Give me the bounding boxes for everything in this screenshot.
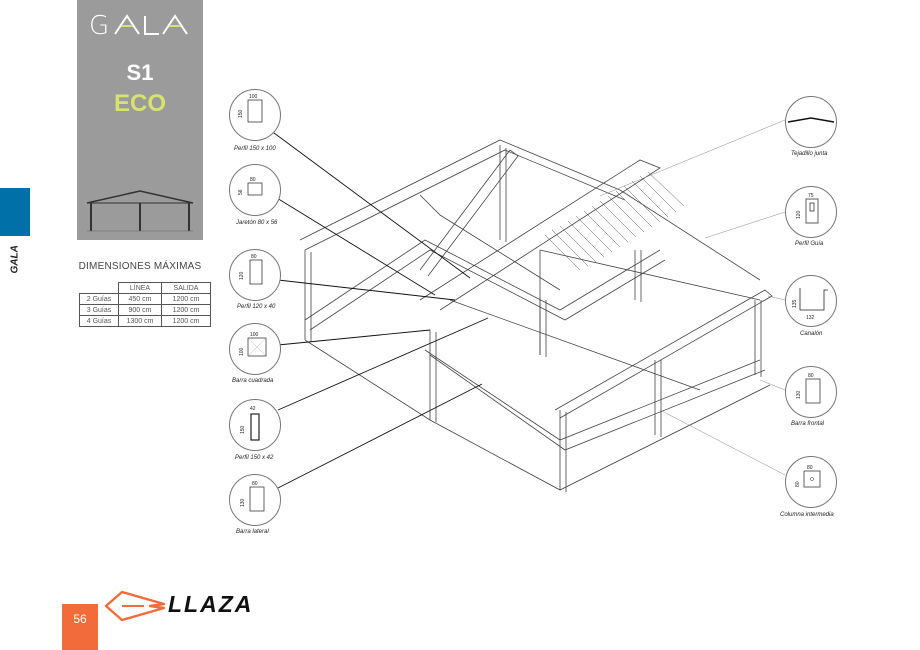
callout-jareton-80x56: 80 56 [229, 164, 281, 216]
structure-thumbnail [86, 190, 194, 232]
table-row: 4 Guías 1300 cm 1200 cm [79, 315, 211, 327]
callout-barra-cuadrada: 100 100 [229, 323, 281, 375]
callout-label: Barra lateral [236, 529, 269, 535]
profile-section-icon: 80 130 [796, 373, 821, 404]
callout-label: Barra cuadrada [232, 378, 274, 384]
svg-text:120: 120 [239, 271, 245, 280]
callout-perfil-120x40: 80 120 [229, 249, 281, 301]
svg-text:80: 80 [251, 254, 257, 260]
ridge-cap-icon [787, 117, 835, 123]
callout-label: Barra frontal [791, 421, 825, 427]
model-variant: ECO [113, 90, 166, 117]
callout-barra-lateral: 80 130 [229, 474, 281, 526]
svg-text:80: 80 [250, 177, 256, 183]
gala-logo-mark: G [89, 11, 188, 40]
svg-text:100: 100 [239, 347, 245, 356]
callout-perfil-guia: 75 120 [785, 186, 837, 238]
callout-label: Perfil 120 x 40 [237, 304, 276, 310]
svg-text:80: 80 [252, 481, 258, 487]
svg-text:80: 80 [795, 481, 801, 487]
svg-text:130: 130 [240, 498, 246, 507]
gala-logo: G [77, 10, 203, 40]
svg-text:150: 150 [240, 425, 246, 434]
svg-text:100: 100 [250, 332, 259, 338]
callout-canalon: 132 135 [785, 275, 837, 327]
profile-section-icon: 100 100 [239, 332, 267, 357]
callout-label: Perfil 150 x 100 [234, 146, 276, 152]
page-number-badge [62, 604, 98, 650]
profile-section-icon: 80 56 [238, 177, 263, 196]
structure-drawing [269, 119, 786, 492]
callout-perfil-150x100: 100 150 [229, 89, 281, 141]
svg-text:42: 42 [250, 406, 256, 412]
svg-text:120: 120 [796, 210, 802, 219]
profile-section-icon: 80 80 [795, 465, 821, 488]
svg-text:80: 80 [808, 373, 814, 379]
callout-label: Perfil 150 x 42 [235, 455, 274, 461]
dimensions-table: LÍNEA SALIDA 2 Guías 450 cm 1200 cm 3 Gu… [79, 282, 211, 327]
callout-tejadillo-junta [785, 96, 837, 148]
company-logo-text: LLAZA [168, 591, 254, 617]
callout-label: Tejadillo junta [791, 151, 828, 157]
callout-barra-frontal: 80 130 [785, 366, 837, 418]
callout-label: Columna intermedia [780, 512, 834, 518]
callout-columna-intermedia: 80 80 [785, 456, 837, 508]
header-panel: G S1 ECO [77, 0, 203, 240]
callout-label: Canalón [800, 331, 823, 337]
svg-text:150: 150 [238, 109, 244, 118]
callout-label: Perfil Guía [795, 241, 824, 247]
svg-text:130: 130 [796, 390, 802, 399]
side-section-label: GALA [9, 245, 21, 274]
svg-text:75: 75 [808, 193, 814, 199]
page-number: 56 [73, 612, 87, 626]
profile-section-icon: 80 130 [240, 481, 265, 512]
table-row: 2 Guías 450 cm 1200 cm [79, 293, 211, 305]
svg-text:56: 56 [238, 189, 244, 195]
profile-section-icon: 42 150 [240, 406, 260, 441]
dimensions-title: DIMENSIONES MÁXIMAS [78, 261, 202, 272]
gutter-section-icon: 132 135 [792, 288, 828, 321]
llaza-logo-icon [104, 590, 166, 622]
section-tab [0, 188, 30, 236]
profile-section-icon: 75 120 [796, 193, 819, 224]
svg-text:100: 100 [249, 94, 258, 100]
svg-text:80: 80 [807, 465, 813, 471]
table-row: 3 Guías 900 cm 1200 cm [79, 304, 211, 316]
model-name: S1 [126, 60, 154, 85]
callout-perfil-150x42: 42 150 [229, 399, 281, 451]
callout-label: Jaretón 80 x 56 [236, 220, 278, 226]
profile-section-icon: 100 150 [238, 94, 263, 123]
col-header-linea: LÍNEA [118, 282, 162, 294]
profile-section-icon: 80 120 [239, 254, 263, 285]
svg-text:135: 135 [792, 299, 798, 308]
svg-text:G: G [89, 11, 111, 40]
svg-text:132: 132 [806, 315, 815, 321]
